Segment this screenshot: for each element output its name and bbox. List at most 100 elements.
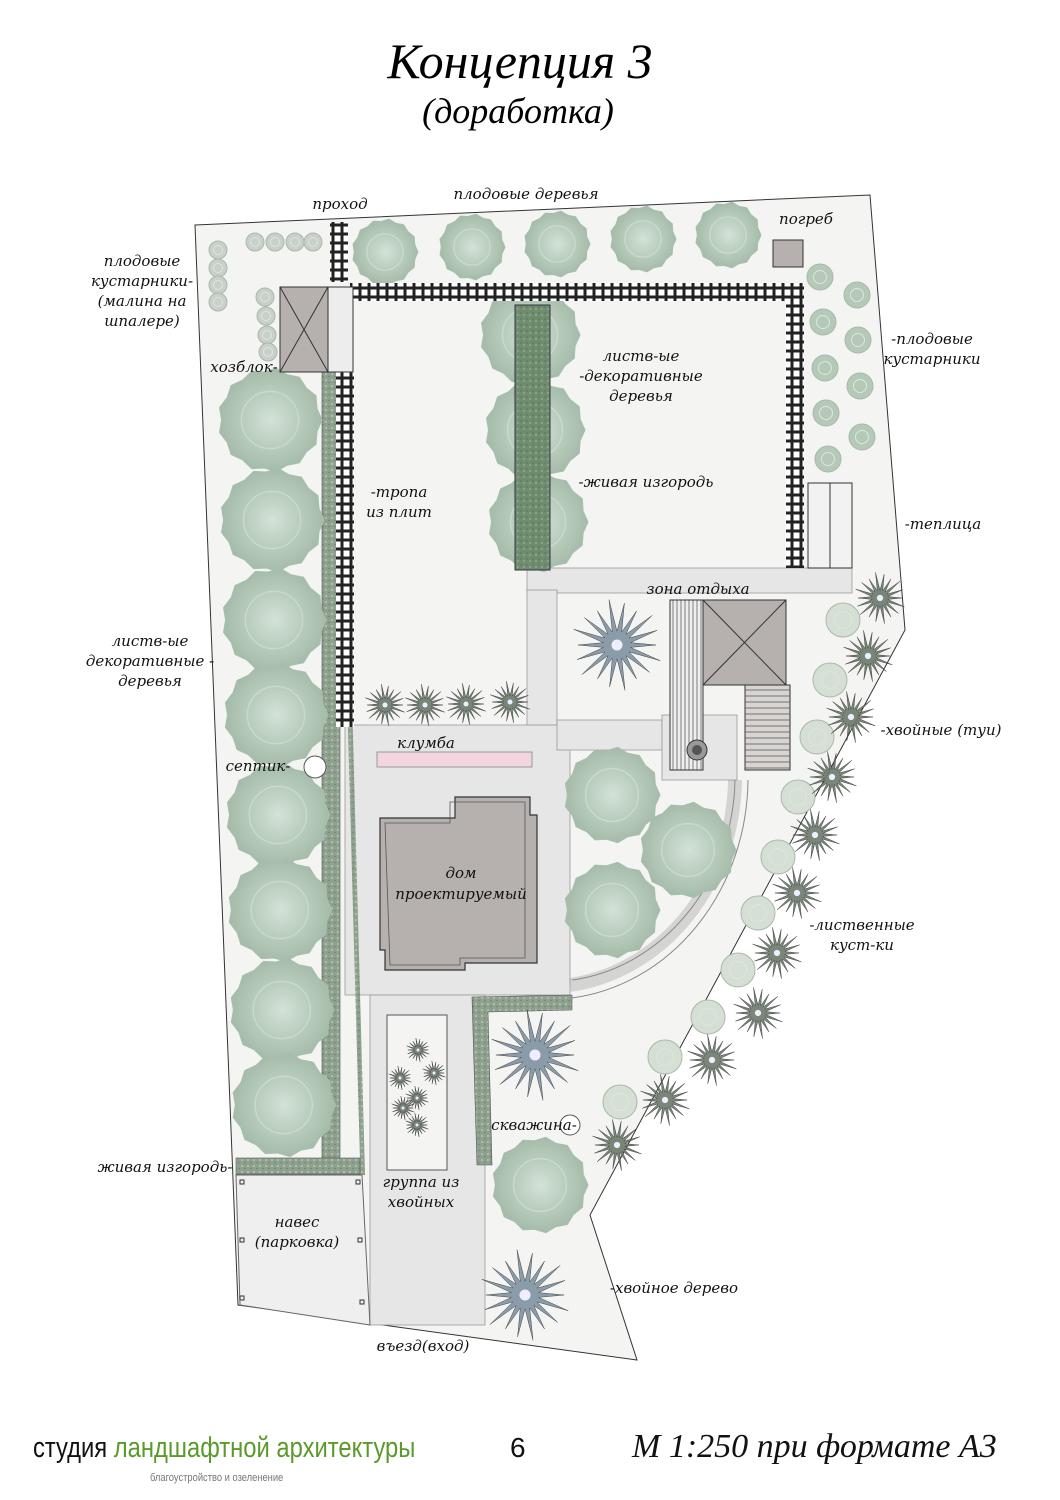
label-house: проектируемый: [395, 885, 527, 903]
shrub-icon: [720, 952, 756, 988]
shrub-icon: [208, 275, 228, 295]
shrub-icon: [208, 240, 228, 260]
deciduous-tree: [226, 762, 331, 868]
shrub-icon: [809, 308, 837, 336]
shrub-icon: [690, 999, 726, 1035]
thuja-icon: [752, 927, 802, 979]
shrub-icon: [844, 326, 872, 354]
label-thuja: -хвойные (туи): [881, 721, 1002, 739]
shrub-icon: [647, 1039, 683, 1075]
blue-conifer-icon: [573, 599, 661, 691]
label-passage: проход: [312, 195, 367, 213]
shrub-icon: [602, 1084, 638, 1120]
shrub-icon: [245, 232, 265, 252]
thuja-icon: [826, 691, 876, 743]
page-subtitle: (доработка): [422, 91, 614, 131]
shrub-icon: [760, 839, 796, 875]
scale-note: М 1:250 при формате А3: [632, 1428, 997, 1465]
conifer-icon: [446, 683, 486, 725]
shrub-icon: [811, 354, 839, 382]
label-decorative-trees-left: листв-ые: [112, 632, 189, 650]
label-canopy: (парковка): [255, 1233, 340, 1251]
label-rest-zone: зона отдыха: [646, 580, 749, 598]
shrub-icon: [285, 232, 305, 252]
thuja-icon: [855, 572, 905, 624]
thuja-icon: [843, 630, 893, 682]
shrub-icon: [740, 895, 776, 931]
label-greenhouse: -теплица: [905, 515, 981, 533]
label-decorative-trees-left: деревья: [118, 672, 182, 690]
conifer-icon: [405, 684, 445, 726]
shrub-icon: [256, 306, 276, 326]
label-fruit-shrubs-right: кустарники: [884, 350, 981, 368]
shrub-icon: [257, 325, 277, 345]
label-fruit-trees: плодовые деревья: [453, 185, 598, 203]
label-septic: септик-: [226, 757, 291, 775]
plan-labels: проход плодовые деревья погреб плодовые …: [86, 185, 1002, 1355]
label-conifer-tree: -хвойное дерево: [610, 1279, 738, 1297]
shrub-icon: [846, 372, 874, 400]
pergola: [702, 599, 787, 686]
studio-word: студия: [33, 1432, 108, 1464]
thuja-icon: [772, 867, 822, 919]
label-utility-block: хозблок-: [210, 358, 277, 376]
label-deciduous-shrubs: куст-ки: [830, 936, 894, 954]
fruit-tree: [524, 210, 591, 278]
shrub-icon: [843, 281, 871, 309]
page-title: Концепция 3: [386, 33, 652, 89]
conifer-icon: [391, 1096, 415, 1120]
deciduous-tree: [492, 1136, 589, 1234]
page-number: 6: [510, 1432, 526, 1463]
shrub-icon: [812, 399, 840, 427]
fruit-tree: [439, 213, 506, 281]
label-fruit-shrubs-left: плодовые: [104, 252, 181, 270]
label-cellar: погреб: [779, 210, 834, 228]
deciduous-tree: [564, 861, 661, 959]
fruit-tree: [610, 205, 677, 273]
thuja-icon: [640, 1074, 690, 1126]
thuja-icon: [592, 1119, 642, 1171]
blue-conifer-icon: [491, 1009, 579, 1101]
septic: [303, 755, 327, 779]
shrub-icon: [848, 423, 876, 451]
shrub-icon: [806, 263, 834, 291]
slab-path-left: [336, 372, 354, 727]
label-hedge-left: живая изгородь-: [98, 1158, 233, 1176]
thuja-icon: [687, 1034, 737, 1086]
deciduous-tree: [230, 957, 335, 1063]
conifer-icon: [490, 681, 530, 723]
hedge-bottom-strip: [235, 1157, 361, 1175]
label-flowerbed: клумба: [397, 734, 455, 752]
label-decorative-trees-left: декоративные -: [86, 652, 214, 670]
fruit-tree: [352, 218, 419, 286]
house: [379, 796, 538, 971]
blue-conifer-icon: [481, 1249, 569, 1341]
label-well: скважина-: [491, 1116, 577, 1134]
label-canopy: навес: [275, 1213, 320, 1231]
fruit-tree: [695, 201, 762, 269]
label-house: дом: [446, 864, 477, 882]
label-slab-path: -тропа: [371, 483, 428, 501]
conifer-icon: [405, 1113, 429, 1137]
shrub-icon: [255, 287, 275, 307]
slab-path-right: [786, 283, 804, 568]
label-conifer-group: группа из: [383, 1173, 460, 1191]
deciduous-tree: [224, 662, 329, 768]
deciduous-tree: [564, 746, 661, 844]
slab-path-top: [350, 283, 800, 301]
shrub-icon: [208, 258, 228, 278]
thuja-icon: [790, 809, 840, 861]
deciduous-tree: [220, 467, 325, 573]
flowerbed: [376, 751, 533, 768]
deciduous-tree: [232, 1052, 337, 1158]
hedge-drive: [471, 994, 573, 1166]
deciduous-tree: [218, 367, 323, 473]
deciduous-tree: [222, 567, 327, 673]
label-fruit-shrubs-left: шпалере): [104, 312, 180, 330]
conifer-group-bed: [386, 1014, 448, 1171]
label-entrance: въезд(вход): [377, 1337, 470, 1355]
conifer-icon: [422, 1061, 446, 1085]
label-fruit-shrubs-right: -плодовые: [891, 330, 973, 348]
label-hedge-center: -живая изгородь: [579, 473, 714, 491]
